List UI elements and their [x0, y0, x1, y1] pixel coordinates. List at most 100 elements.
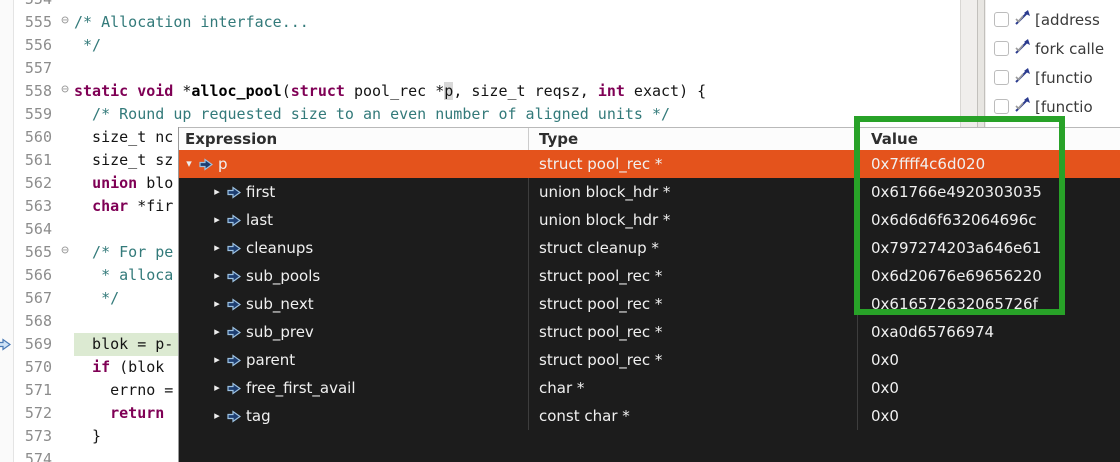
expand-icon[interactable]: ▸ [214, 269, 220, 282]
code-token: union [92, 174, 138, 192]
fold-gutter [56, 425, 74, 448]
code-line: 560 size_t nc [0, 126, 962, 149]
fold-gutter [56, 149, 74, 172]
marker-gutter[interactable] [0, 356, 14, 379]
breakpoint-list-item[interactable]: fork calle [986, 34, 1120, 63]
code-text[interactable]: */ [74, 287, 962, 310]
breakpoint-checkbox[interactable] [994, 12, 1009, 27]
line-number: 562 [24, 174, 52, 192]
code-token: p [444, 82, 454, 100]
expand-icon[interactable]: ▸ [214, 325, 220, 338]
variable-icon [227, 269, 241, 283]
marker-gutter[interactable] [0, 287, 14, 310]
fold-marker-icon[interactable]: ⊖ [61, 13, 69, 28]
code-text[interactable] [74, 57, 962, 80]
breakpoint-checkbox[interactable] [994, 41, 1009, 56]
marker-gutter[interactable] [0, 126, 14, 149]
expand-icon[interactable]: ▸ [214, 353, 220, 366]
code-text[interactable]: if (blok [74, 356, 962, 379]
variable-name: sub_next [246, 295, 314, 313]
marker-gutter[interactable] [0, 149, 14, 172]
code-token: , size_t reqsz, [453, 82, 598, 100]
marker-gutter[interactable] [0, 333, 14, 356]
expand-icon[interactable]: ▸ [214, 213, 220, 226]
line-number: 572 [24, 404, 52, 422]
breakpoint-label: [functio [1035, 97, 1093, 116]
marker-gutter[interactable] [0, 57, 14, 80]
marker-gutter[interactable] [0, 34, 14, 57]
breakpoint-checkbox[interactable] [994, 70, 1009, 85]
expand-icon[interactable]: ▸ [214, 381, 220, 394]
code-line: 568 [0, 310, 962, 333]
code-line: 574 [0, 448, 962, 462]
marker-gutter[interactable] [0, 241, 14, 264]
variable-expression-cell: ▸free_first_avail [179, 374, 529, 402]
expand-icon[interactable]: ▸ [214, 241, 220, 254]
marker-gutter[interactable] [0, 80, 14, 103]
breakpoint-list-item[interactable]: [functio [986, 92, 1120, 121]
expand-icon[interactable]: ▸ [214, 185, 220, 198]
marker-gutter[interactable] [0, 402, 14, 425]
code-line: 556 */ [0, 34, 962, 57]
code-line: 573 } [0, 425, 962, 448]
marker-gutter[interactable] [0, 310, 14, 333]
code-text[interactable]: */ [74, 34, 962, 57]
fold-marker-icon[interactable]: ⊖ [61, 243, 69, 258]
variable-name: sub_prev [246, 323, 314, 341]
marker-gutter[interactable] [0, 425, 14, 448]
variable-value: 0x61766e4920303035 [871, 183, 1042, 201]
code-token: pool_rec * [344, 82, 445, 100]
column-header-type[interactable]: Type [529, 128, 858, 150]
breakpoint-list-item[interactable]: [functio [986, 63, 1120, 92]
breakpoint-icon [1015, 38, 1030, 54]
marker-gutter[interactable] [0, 11, 14, 34]
code-token: /* Round up requested size to an even nu… [74, 105, 671, 123]
marker-gutter[interactable] [0, 448, 14, 462]
code-line: 564 [0, 218, 962, 241]
marker-gutter[interactable] [0, 172, 14, 195]
code-text[interactable]: return [74, 402, 962, 425]
variable-icon [227, 381, 241, 395]
code-text[interactable]: /* Allocation interface... [74, 11, 962, 34]
marker-gutter[interactable] [0, 0, 14, 11]
marker-gutter[interactable] [0, 264, 14, 287]
code-token [74, 404, 110, 422]
code-text[interactable]: static void *alloc_pool(struct pool_rec … [74, 80, 962, 103]
variable-expression-cell: ▾p [179, 150, 529, 178]
fold-gutter [56, 218, 74, 241]
marker-gutter[interactable] [0, 379, 14, 402]
code-text[interactable]: /* For pe [74, 241, 962, 264]
breakpoint-checkbox[interactable] [994, 99, 1009, 114]
code-text[interactable]: size_t sz [74, 149, 962, 172]
expand-icon[interactable]: ▸ [214, 297, 220, 310]
expand-icon[interactable]: ▸ [214, 409, 220, 422]
fold-marker-icon[interactable]: ⊖ [61, 82, 69, 97]
code-text[interactable]: size_t nc [74, 126, 962, 149]
column-header-expression[interactable]: Expression [179, 128, 529, 150]
code-text[interactable]: } [74, 425, 962, 448]
variable-expression-cell: ▸ sub_next [179, 290, 529, 318]
marker-gutter[interactable] [0, 103, 14, 126]
code-text[interactable]: errno = [74, 379, 962, 402]
code-text[interactable]: char *fir [74, 195, 962, 218]
breakpoint-list-item[interactable]: [address [986, 5, 1120, 34]
column-header-value[interactable]: Value [871, 130, 918, 148]
collapse-icon[interactable]: ▾ [186, 157, 192, 170]
code-text[interactable]: * alloca [74, 264, 962, 287]
code-text[interactable]: /* Round up requested size to an even nu… [74, 103, 962, 126]
marker-gutter[interactable] [0, 195, 14, 218]
code-text[interactable] [74, 0, 962, 11]
code-text[interactable]: union blo [74, 172, 962, 195]
marker-gutter[interactable] [0, 218, 14, 241]
breakpoint-icon [1015, 9, 1030, 25]
